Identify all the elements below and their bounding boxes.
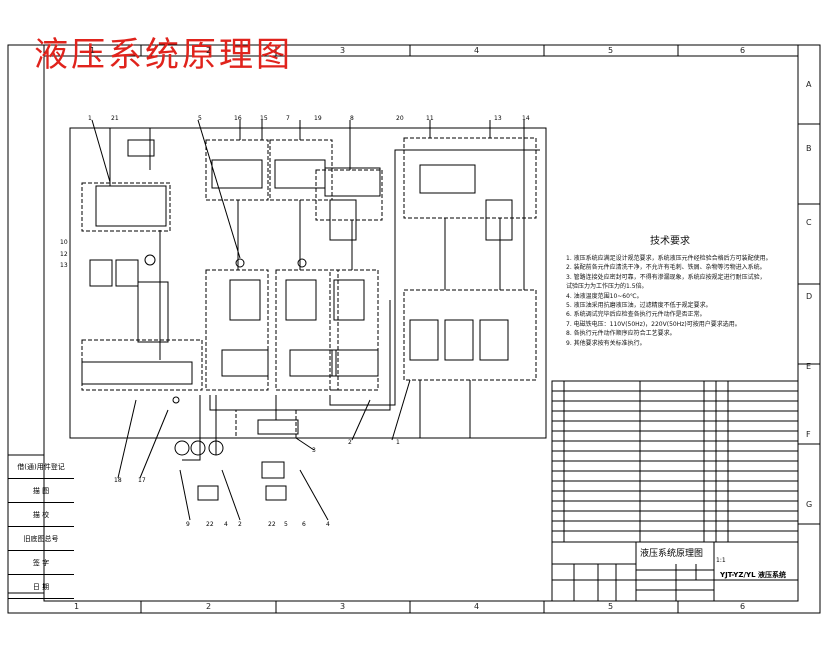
- tech-note: 1. 液压系统应满足设计规范要求，系统液压元件经检验合格后方可装配使用。: [566, 255, 772, 262]
- svg-text:11: 11: [426, 115, 434, 122]
- ruler-bottom-1: 1: [74, 602, 80, 611]
- title-block-scale: 1:1: [716, 557, 726, 564]
- ruler-side-d: D: [806, 292, 813, 301]
- ruler-top-4: 4: [474, 46, 480, 55]
- title-block-name: 液压系统原理图: [640, 549, 704, 559]
- svg-text:4: 4: [326, 521, 330, 528]
- stamp-cell: 借(通)用件登记: [8, 455, 74, 479]
- svg-text:13: 13: [60, 262, 68, 269]
- svg-text:3: 3: [312, 447, 316, 454]
- svg-text:5: 5: [284, 521, 288, 528]
- svg-text:19: 19: [314, 115, 322, 122]
- svg-text:2: 2: [348, 439, 352, 446]
- ruler-top-2: 2: [206, 46, 212, 55]
- svg-text:17: 17: [138, 477, 146, 484]
- svg-text:21: 21: [111, 115, 119, 122]
- svg-text:2: 2: [238, 521, 242, 528]
- svg-text:9: 9: [186, 521, 190, 528]
- svg-text:22: 22: [206, 521, 214, 528]
- title-block-code: YJT-YZ/YL 液压系统: [720, 571, 786, 579]
- stamp-cell: 描 图: [8, 479, 74, 503]
- tech-note: 试验压力为工作压力的1.5倍。: [566, 283, 648, 291]
- tech-requirements-notes: 1. 液压系统应满足设计规范要求，系统液压元件经检验合格后方可装配使用。 2. …: [566, 254, 802, 348]
- svg-text:1: 1: [88, 115, 92, 122]
- tech-note: 2. 装配前各元件应清洗干净，不允许有毛刺、铁屑、杂物等污物进入系统。: [566, 264, 766, 272]
- ruler-bottom-6: 6: [740, 602, 746, 611]
- stamp-cell: 签 字: [8, 551, 74, 575]
- tech-note: 7. 电磁铁电压：110V(50Hz)，220V(50Hz)可按用户要求选用。: [566, 320, 741, 328]
- ruler-side-c: C: [806, 218, 812, 227]
- stamp-cell: 旧底图总号: [8, 527, 74, 551]
- ruler-side-a: A: [806, 80, 812, 89]
- ruler-side-f: F: [806, 430, 811, 439]
- ruler-top-1: 1: [90, 46, 96, 55]
- tech-note: 6. 系统调试完毕后应检查各执行元件动作是否正常。: [566, 311, 706, 319]
- ruler-side-b: B: [806, 144, 812, 153]
- svg-text:22: 22: [268, 521, 276, 528]
- tech-requirements-title: 技术要求: [650, 236, 690, 247]
- svg-text:15: 15: [260, 115, 268, 122]
- stamp-cell: 描 校: [8, 503, 74, 527]
- svg-text:8: 8: [350, 115, 354, 122]
- tech-note: 3. 管路连接处应密封可靠，不得有渗漏现象，系统应按规定进行耐压试验，: [566, 273, 766, 281]
- svg-text:14: 14: [522, 115, 530, 122]
- tech-note: 8. 各执行元件动作顺序应符合工艺要求。: [566, 330, 676, 338]
- tech-note: 9. 其他要求按有关标准执行。: [566, 339, 646, 347]
- svg-text:12: 12: [60, 251, 68, 258]
- ruler-bottom-2: 2: [206, 602, 212, 611]
- svg-text:6: 6: [302, 521, 306, 528]
- ruler-bottom-4: 4: [474, 602, 480, 611]
- stamp-block: 借(通)用件登记 描 图 描 校 旧底图总号 签 字 日 期: [8, 455, 74, 599]
- svg-text:5: 5: [198, 115, 202, 122]
- ruler-side-e: E: [806, 362, 812, 371]
- ruler-bottom-5: 5: [608, 602, 614, 611]
- stamp-cell: 日 期: [8, 575, 74, 599]
- svg-text:7: 7: [286, 115, 290, 122]
- ruler-top-5: 5: [608, 46, 614, 55]
- ruler-bottom-3: 3: [340, 602, 346, 611]
- tech-note: 4. 油液温度范围10~60℃。: [566, 292, 643, 300]
- svg-text:4: 4: [224, 521, 228, 528]
- svg-text:20: 20: [396, 115, 404, 122]
- ruler-top-6: 6: [740, 46, 746, 55]
- ruler-top-3: 3: [340, 46, 346, 55]
- drawing-title: 液压系统原理图: [34, 35, 293, 75]
- svg-text:10: 10: [60, 239, 68, 246]
- svg-text:18: 18: [114, 477, 122, 484]
- svg-text:1: 1: [396, 439, 400, 446]
- svg-text:13: 13: [494, 115, 502, 122]
- tech-note: 5. 液压油采用抗磨液压油，过滤精度不低于规定要求。: [566, 302, 712, 310]
- svg-text:16: 16: [234, 115, 242, 122]
- ruler-side-g: G: [806, 500, 813, 509]
